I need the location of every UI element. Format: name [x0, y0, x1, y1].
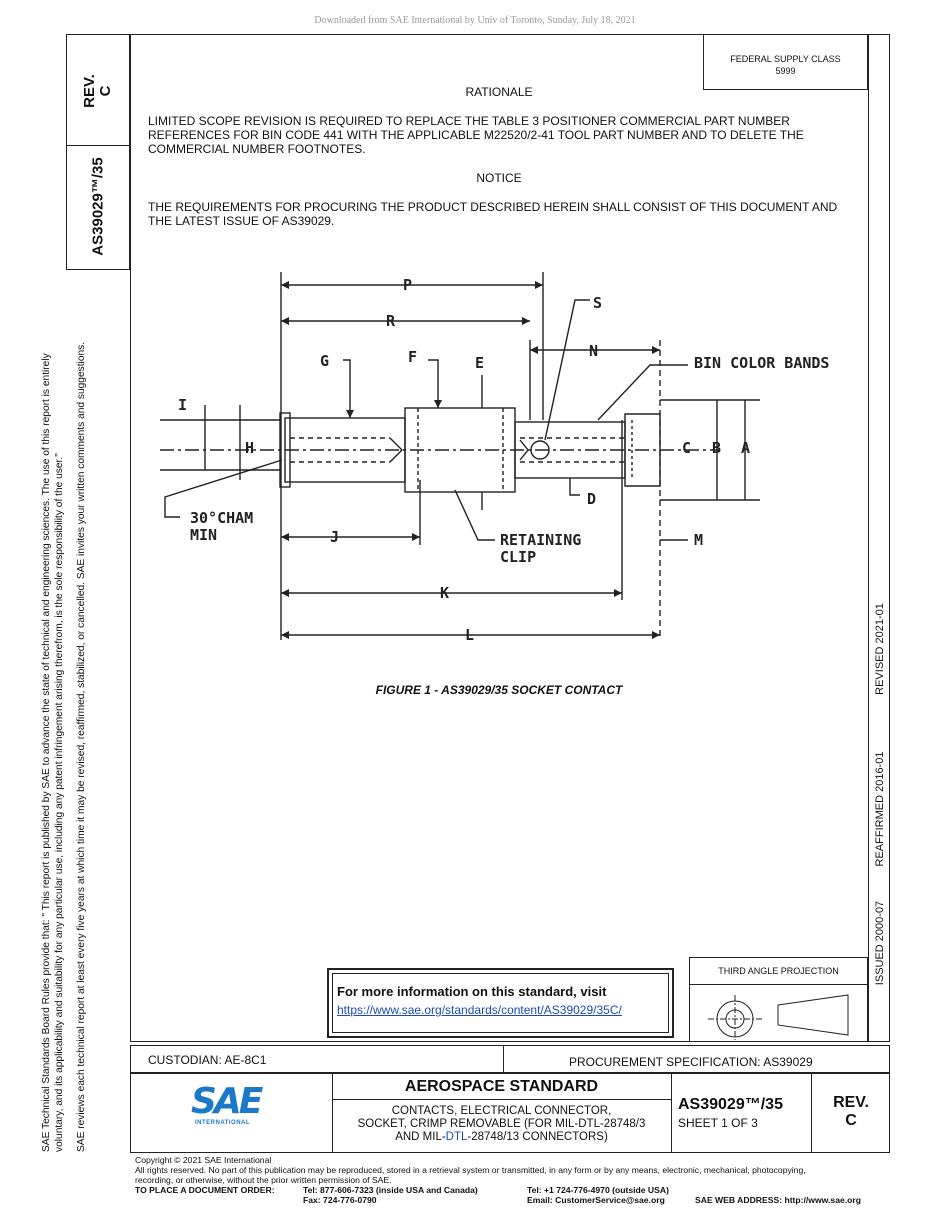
third-angle-projection-box: THIRD ANGLE PROJECTION [689, 957, 868, 1042]
procurement-spec: PROCUREMENT SPECIFICATION: AS39029 [569, 1055, 813, 1069]
sae-logo-sub: INTERNATIONAL [195, 1120, 251, 1126]
dim-label-h: H [245, 439, 254, 457]
right-margin-rule [868, 34, 869, 1042]
issued-date: ISSUED 2000-07 [874, 900, 886, 986]
dim-label-f: F [408, 348, 417, 366]
third-angle-projection-icon [708, 994, 849, 1040]
socket-contact-drawing: P R S N G F E I H C B A D J K L M BIN CO… [160, 272, 829, 644]
standard-link[interactable]: https://www.sae.org/standards/content/AS… [337, 1003, 622, 1017]
disclaimer-line2: voluntary, and its applicability and sui… [54, 453, 65, 1152]
description-line: CONTACTS, ELECTRICAL CONNECTOR, [391, 1105, 612, 1117]
custodian: CUSTODIAN: AE-8C1 [148, 1053, 267, 1067]
description-line: SOCKET, CRIMP REMOVABLE (FOR MIL-DTL-287… [357, 1118, 646, 1130]
more-info-box: For more information on this standard, v… [327, 968, 674, 1038]
description-line: AND MIL-DTL-28748/13 CONNECTORS) [395, 1131, 608, 1143]
custodian-row: CUSTODIAN: AE-8C1 PROCUREMENT SPECIFICAT… [130, 1045, 890, 1073]
sae-logo-letters: SAE [191, 1081, 263, 1122]
rationale-line: REFERENCES FOR BIN CODE 441 WITH THE APP… [148, 128, 804, 142]
revised-date: REVISED 2021-01 [874, 603, 886, 695]
bin-color-bands-label: BIN COLOR BANDS [694, 354, 829, 372]
left-disclaimer: SAE Technical Standards Board Rules prov… [40, 312, 88, 1152]
figure-caption: FIGURE 1 - AS39029/35 SOCKET CONTACT [375, 683, 623, 697]
title-block: SAE INTERNATIONAL AEROSPACE STANDARD CON… [130, 1073, 890, 1153]
tel-intl: Tel: +1 724-776-4970 (outside USA) [527, 1185, 669, 1195]
dim-label-k: K [440, 584, 449, 602]
dim-label-s: S [593, 294, 602, 312]
dim-label-b: B [712, 439, 721, 457]
email[interactable]: Email: CustomerService@sae.org [527, 1195, 665, 1205]
tel-us: Tel: 877-606-7323 (inside USA and Canada… [303, 1185, 478, 1195]
reaffirmed-date: REAFFIRMED 2016-01 [874, 751, 886, 867]
chamfer-label-min: MIN [190, 526, 217, 544]
dim-label-j: J [330, 528, 339, 546]
fsc-line2: 5999 [775, 66, 796, 76]
dim-label-n: N [589, 342, 598, 360]
notice-line: THE REQUIREMENTS FOR PROCURING THE PRODU… [148, 200, 838, 214]
aerospace-standard-heading: AEROSPACE STANDARD [404, 1078, 599, 1095]
sheet-number: SHEET 1 OF 3 [678, 1116, 758, 1130]
retaining-clip-label: RETAINING [500, 531, 581, 549]
rev-value: C [845, 1112, 857, 1129]
fax: Fax: 724-776-0790 [303, 1195, 377, 1205]
title-block-number: AS39029™/35 [678, 1096, 783, 1113]
sae-logo: SAE INTERNATIONAL [191, 1084, 281, 1144]
rights-line: recording, or otherwise, without the pri… [135, 1175, 392, 1185]
disclaimer-line3: SAE reviews each technical report at lea… [76, 341, 87, 1152]
disclaimer-line1: SAE Technical Standards Board Rules prov… [41, 353, 52, 1152]
dim-label-l: L [465, 626, 474, 644]
download-note: Downloaded from SAE International by Uni… [314, 15, 636, 26]
rights-line: All rights reserved. No part of this pub… [135, 1165, 806, 1175]
dim-label-a: A [741, 439, 750, 457]
notice-line: THE LATEST ISSUE OF AS39029. [148, 214, 335, 228]
order-label: TO PLACE A DOCUMENT ORDER: [135, 1185, 275, 1195]
chamfer-label: 30°CHAM [190, 509, 253, 527]
dim-label-c: C [682, 439, 691, 457]
dim-label-r: R [386, 312, 396, 330]
footer: Copyright © 2021 SAE International All r… [135, 1155, 885, 1205]
title-block-rev: REV. C [811, 1094, 891, 1130]
standard-description: CONTACTS, ELECTRICAL CONNECTOR, SOCKET, … [332, 1105, 671, 1144]
dim-label-e: E [475, 354, 484, 372]
rev-label: REV. [833, 1094, 869, 1111]
dim-label-i: I [178, 396, 187, 414]
federal-supply-class: FEDERAL SUPPLY CLASS 5999 [703, 34, 868, 90]
dim-label-m: M [694, 531, 703, 549]
doc-number-box: AS39029™/35 [66, 146, 130, 270]
notice-heading: NOTICE [476, 171, 522, 185]
notice-text: THE REQUIREMENTS FOR PROCURING THE PRODU… [148, 200, 866, 228]
web-address[interactable]: SAE WEB ADDRESS: http://www.sae.org [695, 1195, 861, 1205]
rationale-line: LIMITED SCOPE REVISION IS REQUIRED TO RE… [148, 114, 790, 128]
retaining-clip-label-2: CLIP [500, 548, 536, 566]
copyright: Copyright © 2021 SAE International [135, 1155, 272, 1165]
projection-label: THIRD ANGLE PROJECTION [718, 966, 839, 976]
more-info-text: For more information on this standard, v… [337, 984, 607, 999]
rationale-text: LIMITED SCOPE REVISION IS REQUIRED TO RE… [148, 114, 866, 156]
dim-label-d: D [587, 490, 596, 508]
drawing-frame [130, 34, 890, 1042]
dim-label-p: P [403, 276, 412, 294]
rev-box: REV. C [66, 34, 130, 146]
rationale-heading: RATIONALE [465, 85, 533, 99]
rationale-line: COMMERCIAL NUMBER FOOTNOTES. [148, 142, 366, 156]
dim-label-g: G [320, 352, 329, 370]
fsc-line1: FEDERAL SUPPLY CLASS [730, 54, 841, 64]
